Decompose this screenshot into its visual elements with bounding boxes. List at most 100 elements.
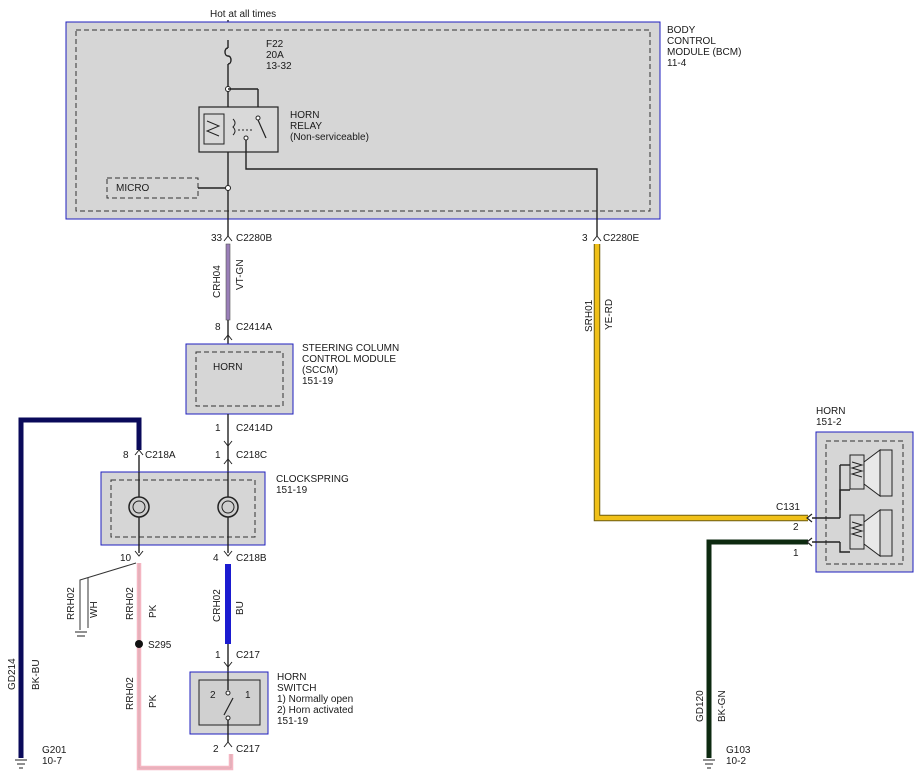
c218c-name: C218C xyxy=(236,450,267,461)
c2280b-pin: 33 xyxy=(211,233,223,244)
bcm-name-line2: CONTROL xyxy=(667,36,716,47)
c218-pin10: 10 xyxy=(120,553,132,564)
srh01-circuit: SRH01 xyxy=(584,299,595,332)
g103-name: G103 xyxy=(726,745,751,756)
c2414d-name: C2414D xyxy=(236,423,273,434)
bcm-inner xyxy=(75,29,651,212)
c2280e-name: C2280E xyxy=(603,233,639,244)
horn-switch-contact-icon xyxy=(223,697,234,716)
c218-pin10-connector-icon xyxy=(134,550,144,557)
fuse-id: F22 xyxy=(266,39,284,50)
relay-coil-icon xyxy=(205,120,221,137)
c217-2-name: C217 xyxy=(236,744,260,755)
bcm-module xyxy=(65,21,661,220)
c218b-connector-icon xyxy=(223,550,233,557)
wire-crh04 xyxy=(225,243,231,321)
srh01-color: YE-RD xyxy=(604,299,615,330)
c218a-connector-icon xyxy=(134,449,144,456)
wire-crh02 xyxy=(225,564,231,644)
c217-1-name: C217 xyxy=(236,650,260,661)
c2414a-pin: 8 xyxy=(215,322,221,333)
sccm-line1: STEERING COLUMN xyxy=(302,343,399,354)
rrh02-pk2-color: PK xyxy=(148,694,159,708)
sccm-inner xyxy=(195,351,284,407)
c2280e-pin: 3 xyxy=(582,233,588,244)
horn-switch-line3: 1) Normally open xyxy=(277,694,353,705)
c131-name: C131 xyxy=(776,502,800,513)
fuse-symbol-icon xyxy=(224,47,232,65)
fuse-rating: 20A xyxy=(266,50,284,61)
c218a-pin: 8 xyxy=(123,450,129,461)
g201-name: G201 xyxy=(42,745,67,756)
horn-switch-line2: SWITCH xyxy=(277,683,316,694)
bcm-ref: 11-4 xyxy=(667,58,687,69)
horn-switch-line4: 2) Horn activated xyxy=(277,705,353,716)
fuse-ref: 13-32 xyxy=(266,61,292,72)
power-label: Hot at all times xyxy=(210,9,276,20)
c2414d-connector-icon xyxy=(223,440,233,447)
relay-coil-box xyxy=(203,113,225,145)
relay-contact-icon xyxy=(257,119,267,139)
relay-line3: (Non-serviceable) xyxy=(290,132,369,143)
rrh02-wh-circuit: RRH02 xyxy=(66,587,77,620)
c217-2-pin: 2 xyxy=(213,744,219,755)
crh04-circuit: CRH04 xyxy=(212,265,223,298)
crh02-circuit: CRH02 xyxy=(212,589,223,622)
wire-gd214 xyxy=(18,417,142,758)
horn-switch-pin-right: 1 xyxy=(245,690,251,701)
c2280e-connector-icon xyxy=(592,235,602,242)
c131-pin-bottom: 1 xyxy=(793,548,799,559)
horn-module xyxy=(815,431,914,573)
wire-rrh02-wh xyxy=(79,562,137,630)
rrh02-pk2-circuit: RRH02 xyxy=(125,677,136,710)
horn-line1: HORN xyxy=(816,406,845,417)
c218c-pin: 1 xyxy=(215,450,221,461)
c2280b-name: C2280B xyxy=(236,233,272,244)
rrh02-pk1-circuit: RRH02 xyxy=(125,587,136,620)
clockspring-coil-right-icon xyxy=(217,496,239,518)
sccm-line4: 151-19 xyxy=(302,376,334,387)
bcm-name-line3: MODULE (BCM) xyxy=(667,47,741,58)
c217-2-connector-icon xyxy=(223,741,233,748)
clockspring-module xyxy=(100,471,266,546)
c131-pin-top: 2 xyxy=(793,522,799,533)
gd214-color: BK-BU xyxy=(31,659,42,690)
relay-line2: RELAY xyxy=(290,121,322,132)
c2414a-name: C2414A xyxy=(236,322,272,333)
c131-pin1-connector-icon xyxy=(806,537,813,547)
rrh02-pk1-color: PK xyxy=(148,604,159,618)
gd120-color: BK-GN xyxy=(717,690,728,722)
wire-srh01 xyxy=(594,244,808,521)
g103-ref: 10-2 xyxy=(726,756,746,767)
relay-line1: HORN xyxy=(290,110,319,121)
rrh02-wh-color: WH xyxy=(89,601,100,618)
crh02-color: BU xyxy=(235,601,246,615)
micro-label: MICRO xyxy=(116,183,150,194)
wire-rrh02-pk xyxy=(136,563,234,771)
sccm-module xyxy=(185,343,294,415)
c218b-name: C218B xyxy=(236,553,267,564)
clockspring-line2: 151-19 xyxy=(276,485,308,496)
clockspring-coil-left-icon xyxy=(128,496,150,518)
horn-switch-line5: 151-19 xyxy=(277,716,309,727)
sccm-line2: CONTROL MODULE xyxy=(302,354,396,365)
horn-inner xyxy=(825,440,904,565)
relay-output-wire xyxy=(245,140,598,236)
clockspring-line1: CLOCKSPRING xyxy=(276,474,349,485)
crh04-color: VT-GN xyxy=(235,259,246,290)
c131-pin2-connector-icon xyxy=(806,513,813,523)
c218a-name: C218A xyxy=(145,450,176,461)
g201-ref: 10-7 xyxy=(42,756,62,767)
sccm-line3: (SCCM) xyxy=(302,365,338,376)
splice-name: S295 xyxy=(148,640,172,651)
sccm-inner-label: HORN xyxy=(213,362,242,373)
c218c-connector-icon xyxy=(223,458,233,465)
c2414d-pin: 1 xyxy=(215,423,221,434)
c218b-pin: 4 xyxy=(213,553,219,564)
c217-1-pin: 1 xyxy=(215,650,221,661)
clockspring-inner xyxy=(110,479,256,538)
splice-s295-icon xyxy=(135,640,143,648)
gd214-circuit: GD214 xyxy=(7,658,18,690)
bcm-name-line1: BODY xyxy=(667,25,696,36)
